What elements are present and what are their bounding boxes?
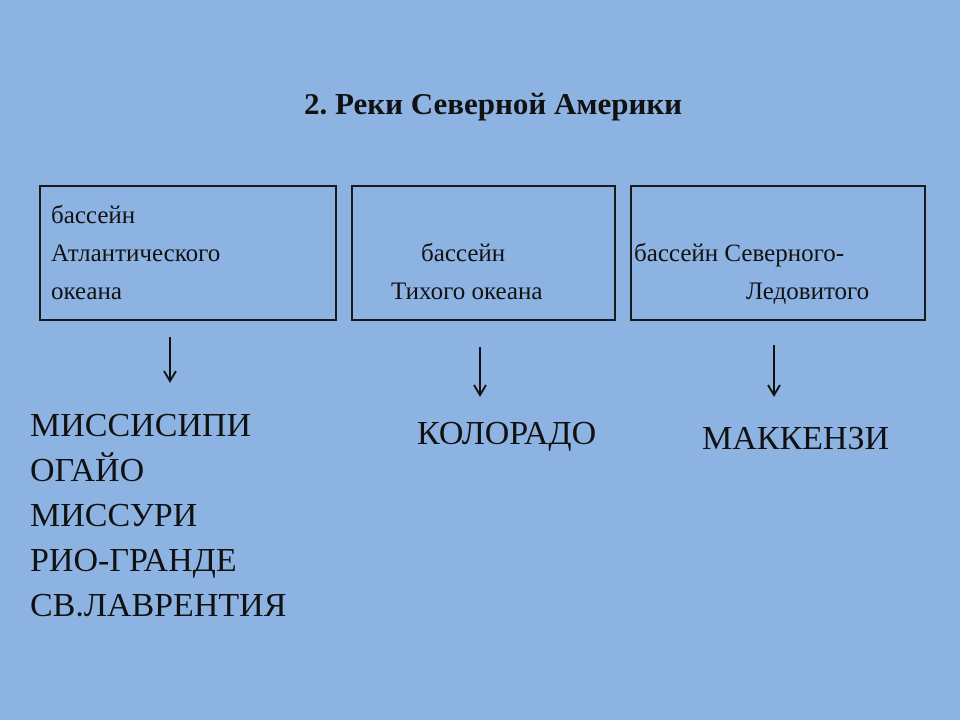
river-name: РИО-ГРАНДЕ [30, 542, 237, 579]
atlantic-basin-line-3: океана [51, 278, 122, 305]
atlantic-basin-line-1: бассейн [51, 202, 136, 229]
river-name: ОГАЙО [30, 452, 145, 489]
arctic-rivers-list: МАККЕНЗИ [702, 416, 889, 461]
pacific-basin-line-1: бассейн [421, 240, 506, 267]
pacific-basin-box: бассейн Тихого океана [351, 185, 616, 321]
down-arrow-icon [767, 345, 781, 397]
arctic-basin-box: бассейн Северного- Ледовитого [630, 185, 926, 321]
pacific-basin-line-2: Тихого океана [391, 278, 543, 305]
river-name: МИССИСИПИ [30, 407, 252, 444]
page-title: 2. Реки Северной Америки [303, 86, 683, 121]
down-arrow-icon [163, 337, 177, 383]
river-name: КОЛОРАДО [417, 415, 597, 452]
atlantic-basin-box: бассейн Атлантического океана [39, 185, 337, 321]
arctic-basin-line-1: бассейн Северного- [634, 240, 845, 267]
river-name: МИССУРИ [30, 497, 198, 534]
down-arrow-icon [473, 347, 487, 397]
atlantic-basin-line-2: Атлантического [51, 240, 221, 267]
river-name: СВ.ЛАВРЕНТИЯ [30, 587, 287, 624]
arctic-basin-line-2: Ледовитого [746, 278, 870, 305]
river-name: МАККЕНЗИ [702, 420, 890, 457]
pacific-rivers-list: КОЛОРАДО [417, 411, 596, 456]
atlantic-rivers-list: МИССИСИПИ ОГАЙО МИССУРИ РИО-ГРАНДЕ СВ.ЛА… [30, 403, 286, 628]
